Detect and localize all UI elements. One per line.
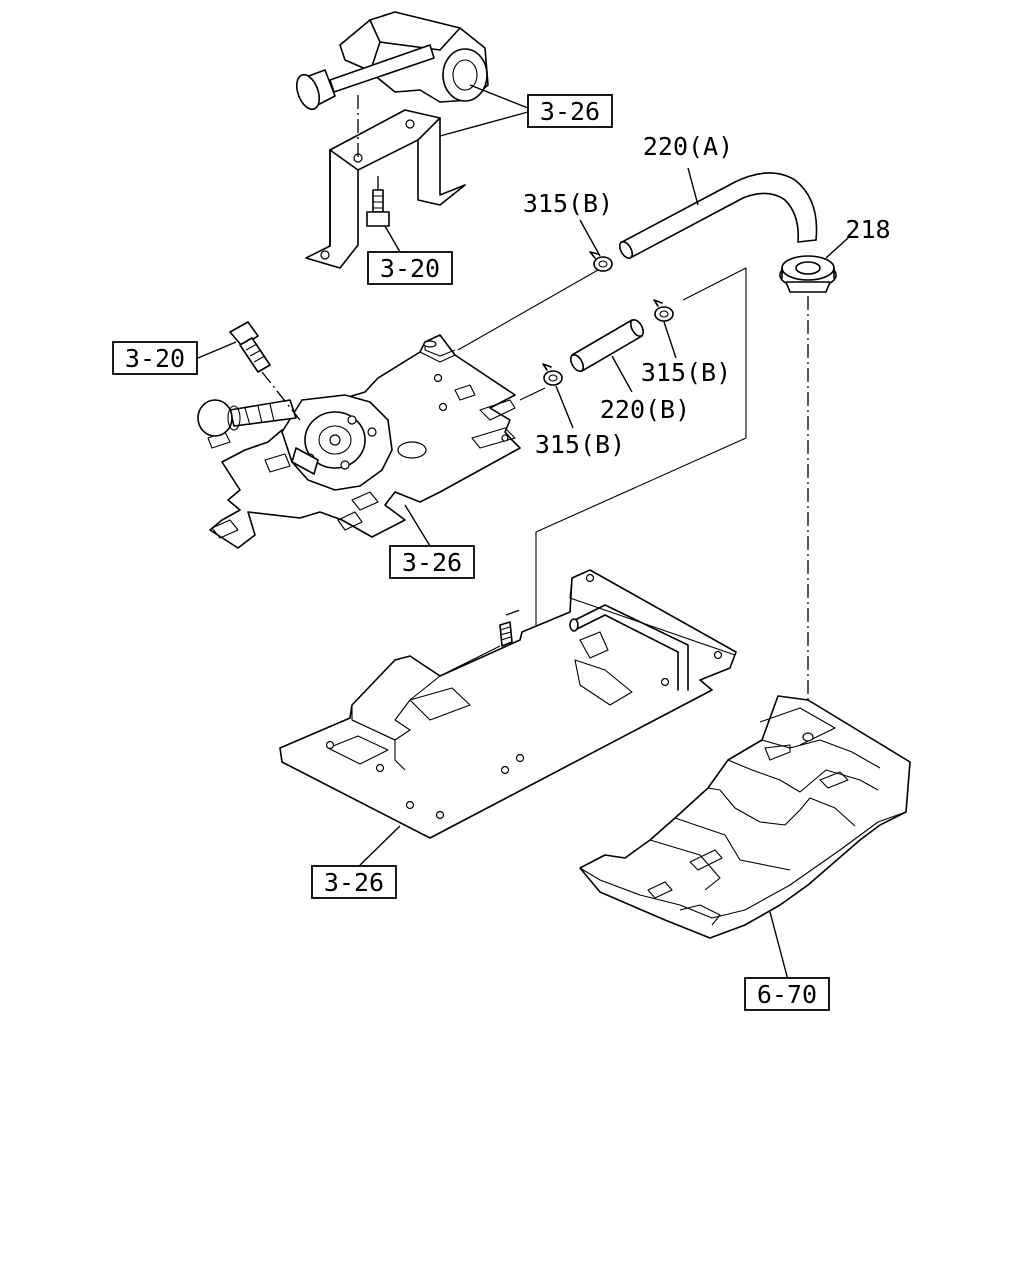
middle-shifter-assembly xyxy=(197,321,521,549)
grommet-218 xyxy=(779,237,849,293)
callout-3-20-top-label: 3-20 xyxy=(380,254,440,283)
hose-220a xyxy=(618,167,818,259)
callout-3-26-bottom-label: 3-26 xyxy=(324,868,384,897)
callout-3-26-mid-label: 3-26 xyxy=(402,548,462,577)
label-218: 218 xyxy=(845,215,890,244)
clip-315b-right xyxy=(653,299,677,359)
hose-220b xyxy=(569,319,645,393)
label-220a: 220(A) xyxy=(643,132,733,161)
connector-line-top xyxy=(457,269,599,351)
clip-315b-top xyxy=(579,219,613,272)
callout-3-20-left: 3-20 xyxy=(112,341,198,375)
callout-3-26-mid: 3-26 xyxy=(389,545,475,579)
connector-line-left xyxy=(519,387,546,401)
callout-6-70: 6-70 xyxy=(744,977,830,1011)
top-shifter-assembly xyxy=(295,11,529,269)
bottom-floor-plate xyxy=(279,569,737,866)
callout-6-70-label: 6-70 xyxy=(757,980,817,1009)
callout-3-26-top: 3-26 xyxy=(527,94,613,128)
callout-3-26-bottom: 3-26 xyxy=(311,865,397,899)
clip-315b-left xyxy=(542,363,574,429)
label-220b: 220(B) xyxy=(600,395,690,424)
label-315b-right: 315(B) xyxy=(641,358,731,387)
callout-3-20-top: 3-20 xyxy=(367,251,453,285)
label-315b-left: 315(B) xyxy=(535,430,625,459)
label-315b-top: 315(B) xyxy=(523,189,613,218)
callout-3-20-left-label: 3-20 xyxy=(125,344,185,373)
callout-3-26-top-label: 3-26 xyxy=(540,97,600,126)
floor-panel xyxy=(579,695,911,981)
